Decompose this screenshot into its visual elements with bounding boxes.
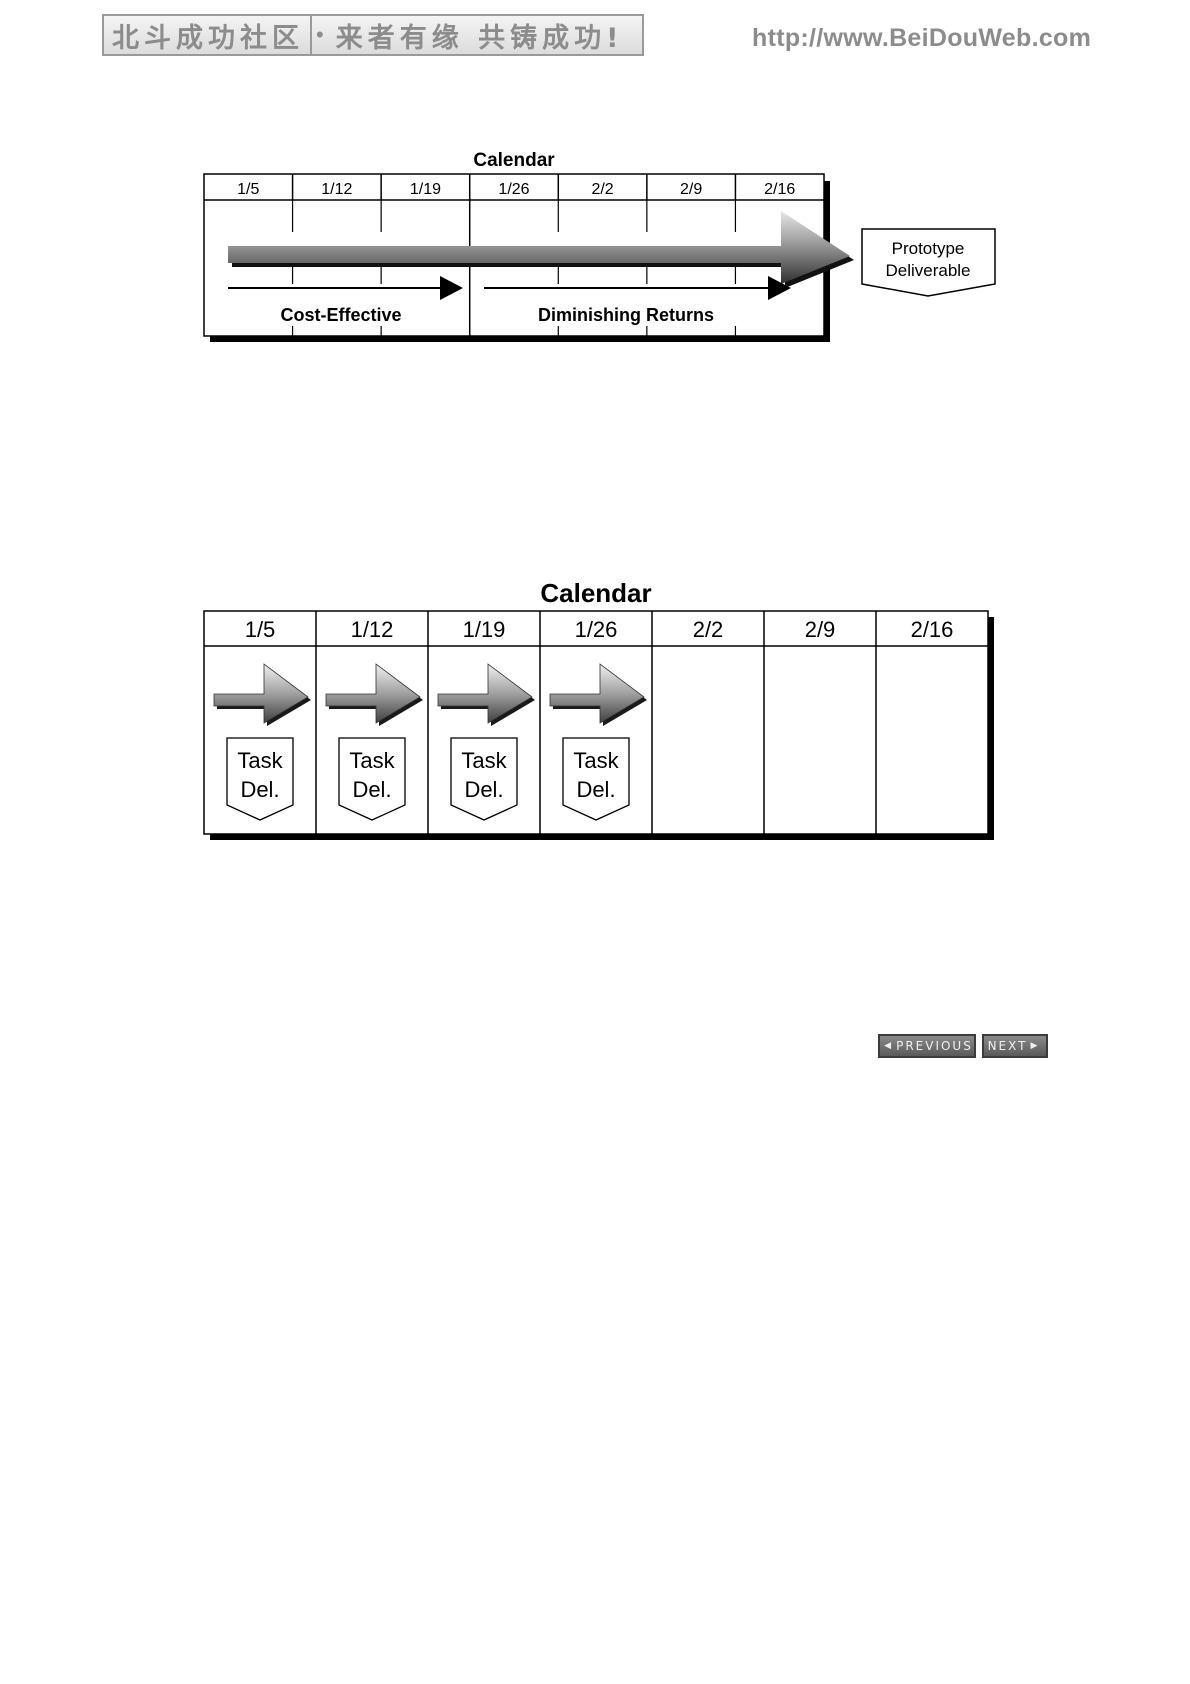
task-label-line2: Del. [352, 777, 391, 802]
task-label-line2: Del. [576, 777, 615, 802]
bottom-date-label: 1/19 [463, 617, 506, 642]
bottom-date-label: 2/16 [911, 617, 954, 642]
task-label-line2: Del. [240, 777, 279, 802]
previous-button[interactable]: ◀ PREVIOUS [878, 1034, 976, 1058]
triangle-left-icon: ◀ [884, 1041, 893, 1051]
bottom-date-label: 1/5 [245, 617, 276, 642]
bottom-calendar-title: Calendar [540, 578, 651, 608]
triangle-right-icon: ▶ [1030, 1041, 1039, 1051]
bottom-date-label: 1/12 [351, 617, 394, 642]
task-label-line1: Task [349, 748, 395, 773]
next-button[interactable]: NEXT ▶ [982, 1034, 1048, 1058]
bottom-date-label: 2/9 [805, 617, 836, 642]
task-label-line2: Del. [464, 777, 503, 802]
bottom-date-label: 1/26 [575, 617, 618, 642]
previous-label: PREVIOUS [896, 1039, 973, 1053]
task-label-line1: Task [461, 748, 507, 773]
task-label-line1: Task [573, 748, 619, 773]
next-label: NEXT [988, 1039, 1028, 1053]
task-label-line1: Task [237, 748, 283, 773]
bottom-date-label: 2/2 [693, 617, 724, 642]
